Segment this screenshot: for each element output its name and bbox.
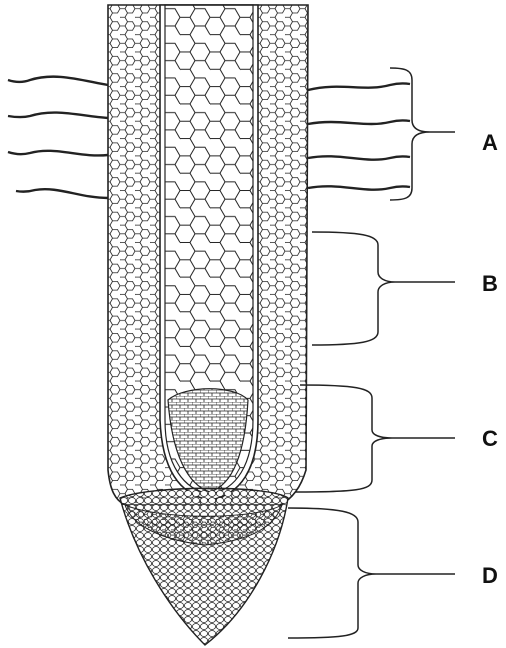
root-hairs-left xyxy=(8,77,108,198)
zone-label-b: B xyxy=(482,271,498,296)
root-hairs-right xyxy=(308,83,410,189)
bracket-a xyxy=(390,68,455,200)
root-body xyxy=(108,5,308,645)
zone-label-c: C xyxy=(482,426,498,451)
bracket-d xyxy=(288,508,455,638)
zone-label-d: D xyxy=(482,563,498,588)
bracket-b xyxy=(312,232,455,345)
bracket-c xyxy=(295,385,455,492)
zone-label-a: A xyxy=(482,130,498,155)
